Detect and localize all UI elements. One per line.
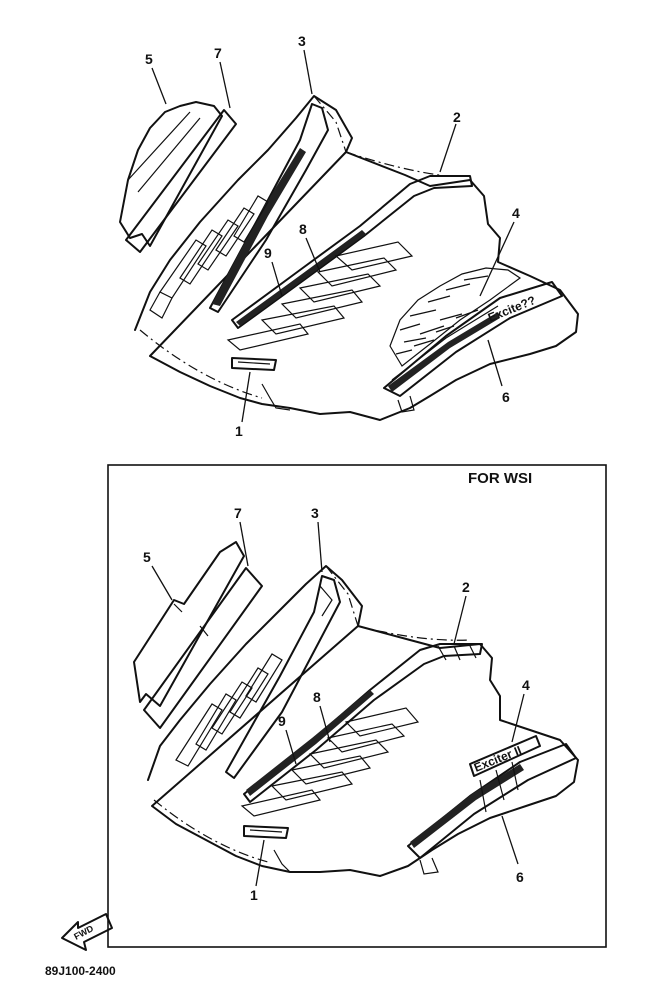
vents-8-top [226, 241, 414, 351]
callout-9-bottom: 9 [278, 713, 286, 729]
hood-outline-top [134, 95, 579, 421]
decal-5-bottom [133, 541, 245, 707]
callout-5-top: 5 [145, 51, 153, 67]
side-panel-6-bottom [407, 743, 577, 859]
hood-outline-bottom [147, 565, 579, 877]
callout-4-top: 4 [512, 205, 520, 221]
callout-6-top: 6 [502, 389, 510, 405]
callout-8-bottom: 8 [313, 689, 321, 705]
stripe-7-bottom [143, 567, 263, 729]
left-vents-top [149, 195, 269, 319]
side-panel-6-top [383, 281, 563, 397]
stripe-2-top [231, 175, 473, 329]
callout-5-bottom: 5 [143, 549, 151, 565]
inset-title: FOR WSI [468, 470, 532, 487]
stripe-3-top [209, 103, 329, 313]
callout-3-top: 3 [298, 33, 306, 49]
stripe-3-bottom [225, 575, 341, 779]
top-hood-assembly: Excite?? 5 7 3 2 4 8 9 6 1 [119, 33, 579, 439]
decal-5-top [119, 101, 223, 247]
callout-8-top: 8 [299, 221, 307, 237]
callout-1-bottom: 1 [250, 887, 258, 903]
bottom-hood-assembly: Exciter II 5 7 3 2 4 8 9 6 1 [133, 505, 579, 903]
callout-4-bottom: 4 [522, 677, 530, 693]
callout-2-bottom: 2 [462, 579, 470, 595]
emblem-1-top [231, 357, 277, 371]
figure-code: 89J100-2400 [45, 964, 116, 978]
callout-7-bottom: 7 [234, 505, 242, 521]
callout-6-bottom: 6 [516, 869, 524, 885]
fwd-arrow-icon: FWD [61, 913, 113, 951]
callout-2-top: 2 [453, 109, 461, 125]
callout-9-top: 9 [264, 245, 272, 261]
splatter-decal-4-top [389, 267, 522, 367]
inset-frame [107, 464, 607, 948]
decal-4-bottom [469, 735, 541, 777]
callout-3-bottom: 3 [311, 505, 319, 521]
callout-7-top: 7 [214, 45, 222, 61]
left-vents-bottom [175, 653, 283, 767]
emblem-1-bottom [243, 825, 289, 839]
stripe-7-top [125, 109, 237, 253]
callout-1-top: 1 [235, 423, 243, 439]
vents-8-bottom [240, 707, 420, 817]
